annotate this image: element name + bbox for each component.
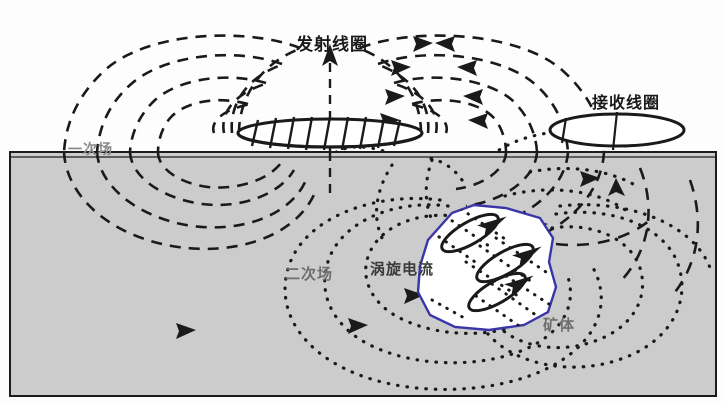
transmitter-coil-ellipse xyxy=(236,116,424,151)
label-ore-body: 矿体 xyxy=(543,316,576,334)
primary-field-arrowheads-left xyxy=(380,36,433,129)
label-secondary-field: 二次场 xyxy=(285,265,334,283)
label-eddy-current: 涡旋电流 xyxy=(370,260,435,278)
label-transmitter-coil: 发射线圈 xyxy=(296,35,368,55)
ore-body-polygon xyxy=(416,203,558,332)
ground-block xyxy=(9,151,717,397)
eddy-current-loops xyxy=(430,207,554,330)
primary-field-underground-arrowheads xyxy=(348,178,625,334)
label-receiver-coil: 接收线圈 xyxy=(592,93,661,112)
transmitter-axis xyxy=(322,44,338,196)
secondary-field-lines xyxy=(283,128,714,392)
receiver-coil-ellipse xyxy=(548,111,686,151)
primary-field-arrowheads-right xyxy=(435,36,488,129)
label-primary-field: 一次场 xyxy=(68,142,113,158)
